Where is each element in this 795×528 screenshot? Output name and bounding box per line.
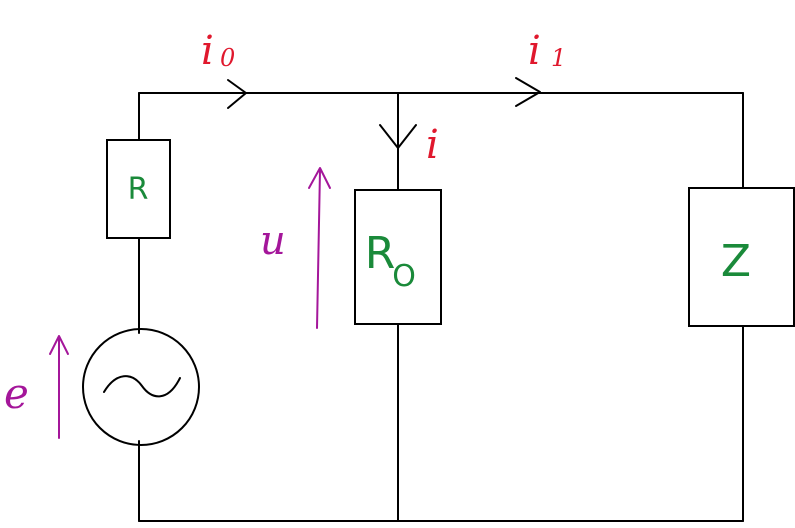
impedance-z-label: Z xyxy=(721,236,751,287)
voltage-e-arrow xyxy=(49,335,69,439)
current-i1-subscript: 1 xyxy=(551,44,566,72)
i1-arrow-icon xyxy=(515,77,541,107)
resistor-r0-label: R O xyxy=(365,228,416,294)
resistor-r0-box xyxy=(354,189,442,325)
ac-sine-icon xyxy=(103,375,181,398)
voltage-e-arrow-head xyxy=(49,335,69,355)
voltage-e-label: e xyxy=(4,369,29,418)
resistor-r-label: R xyxy=(128,172,149,207)
i-arrow-icon xyxy=(379,124,417,149)
current-i0-label: i 0 xyxy=(201,28,235,74)
current-i1-letter: i xyxy=(528,28,541,74)
resistor-r0-subscript: O xyxy=(392,259,416,294)
ac-source xyxy=(82,328,200,446)
resistor-r0-letter: R xyxy=(365,228,396,279)
current-i-label: i xyxy=(426,122,439,168)
current-i1-label: i 1 xyxy=(528,28,566,74)
current-i0-subscript: 0 xyxy=(220,44,235,72)
voltage-u-arrow-shaft xyxy=(316,169,321,329)
wires xyxy=(138,92,744,522)
voltage-u-arrow xyxy=(308,167,331,329)
current-i0-letter: i xyxy=(201,28,214,74)
voltage-u-label: u xyxy=(260,218,286,264)
ac-source-circle xyxy=(82,328,200,446)
impedance-z-box xyxy=(688,187,795,327)
resistor-r-box xyxy=(106,139,171,239)
i0-arrow-icon xyxy=(227,79,247,109)
voltage-u-arrow-head xyxy=(308,167,331,189)
